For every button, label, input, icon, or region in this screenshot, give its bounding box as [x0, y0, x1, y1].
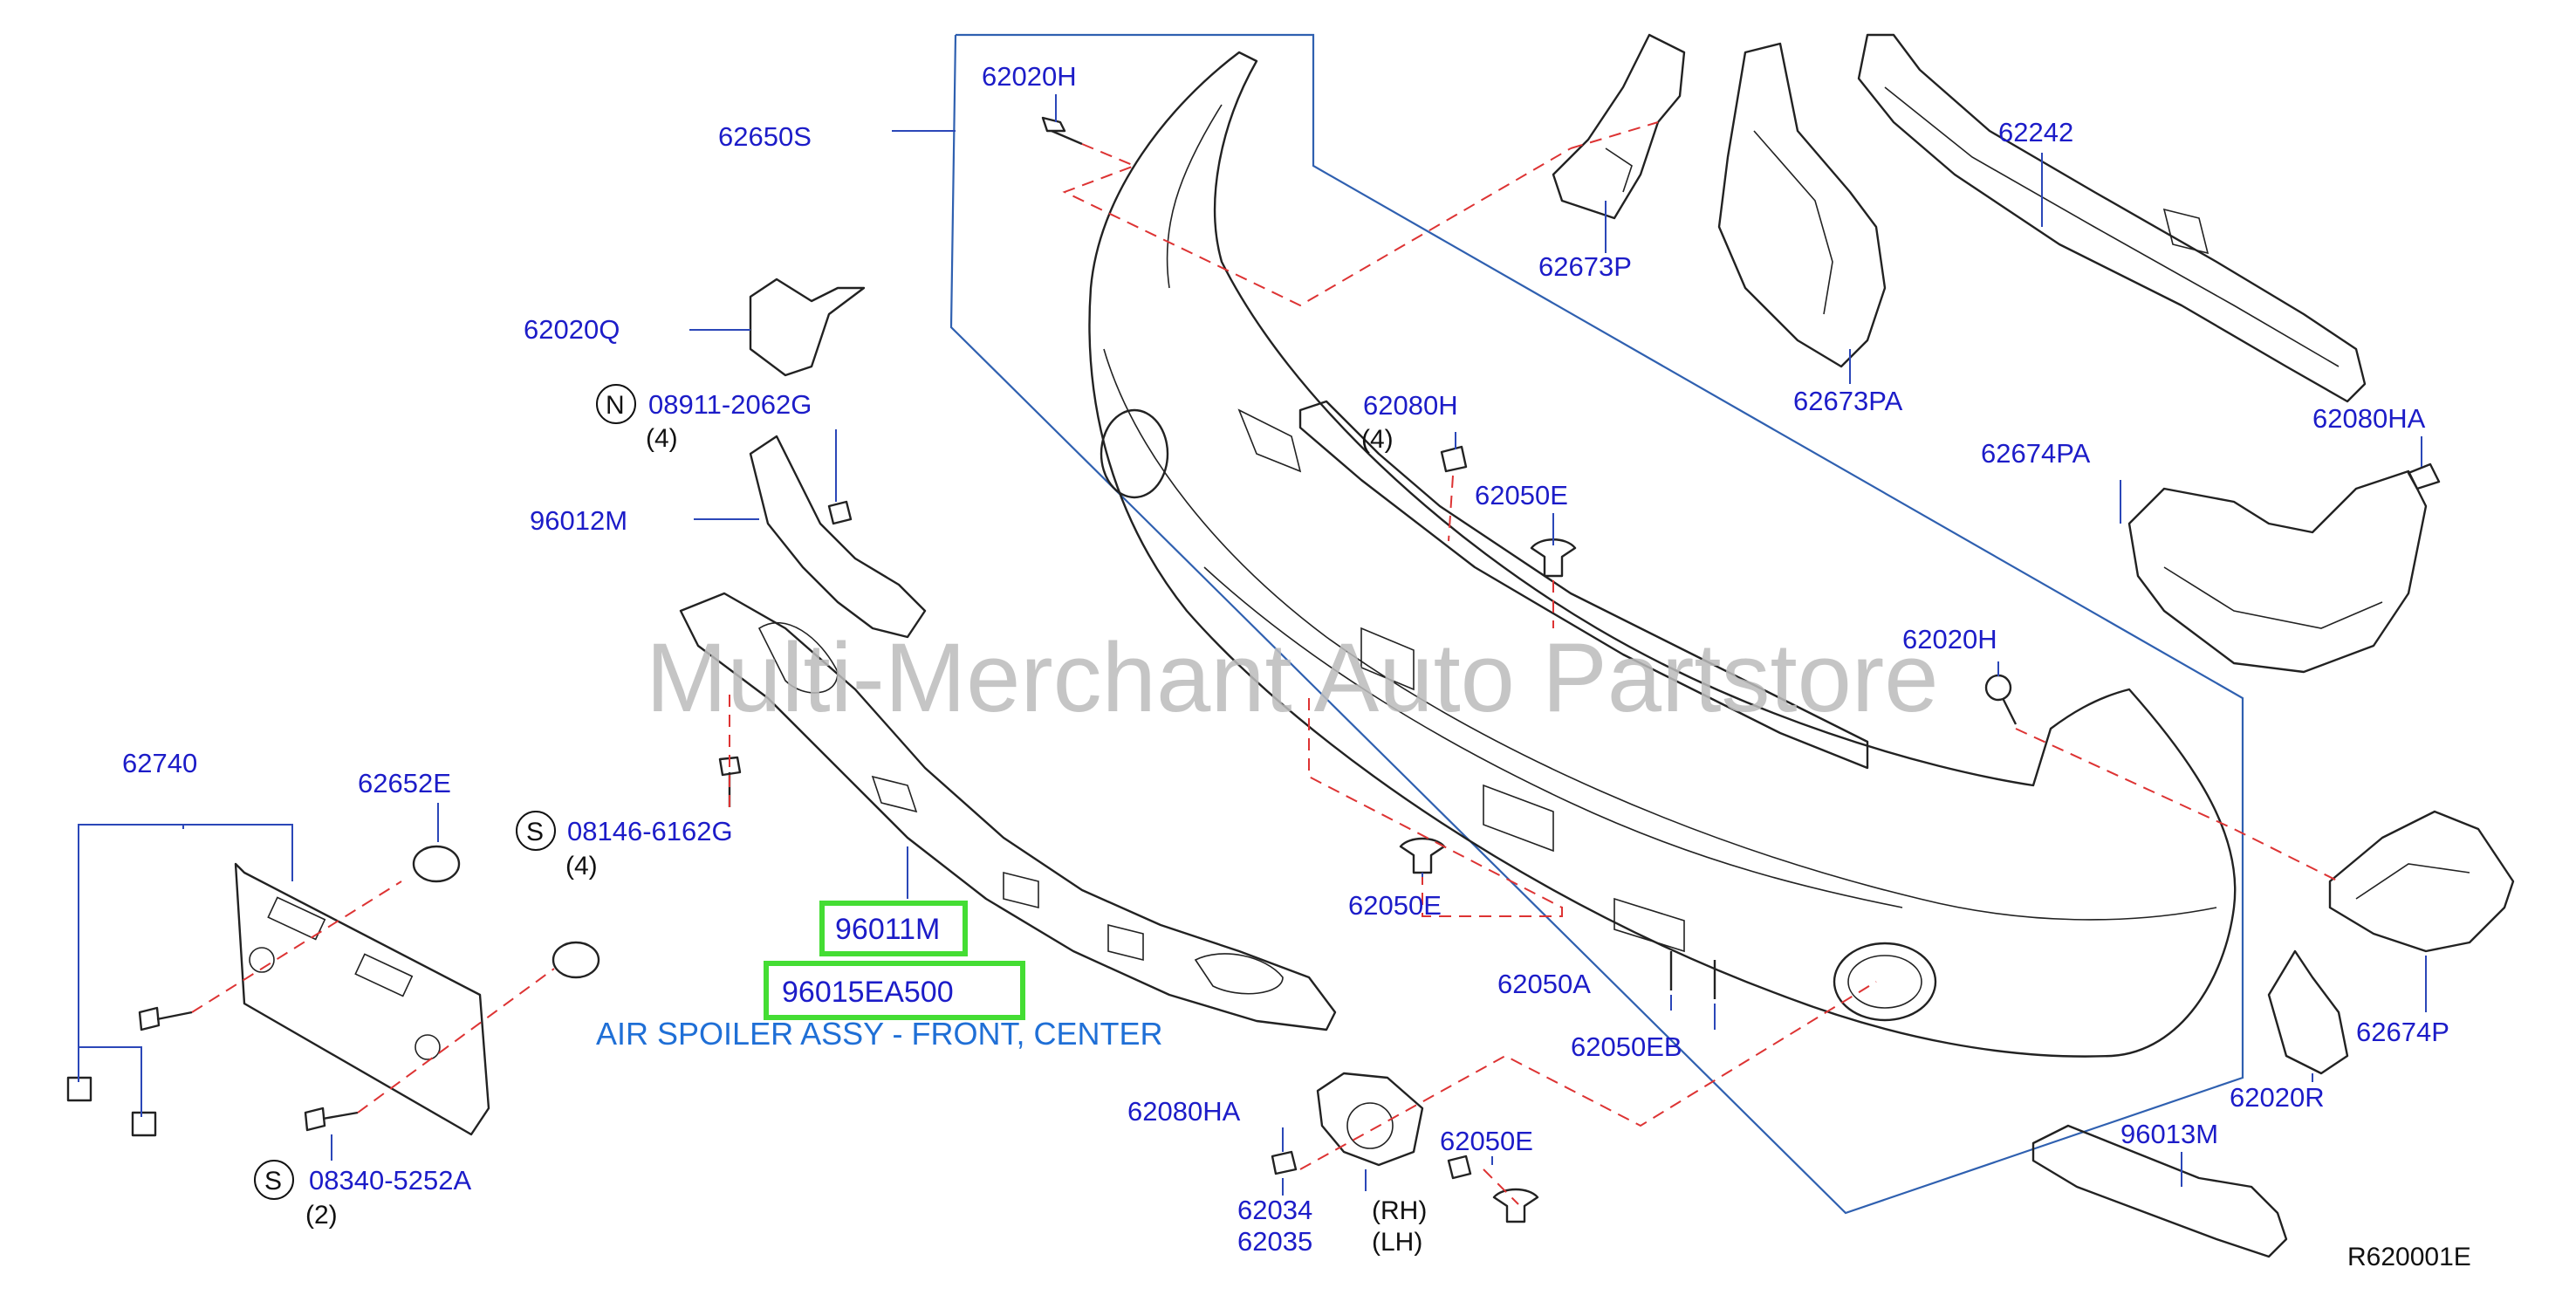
air-spoiler-96011m [679, 592, 1337, 1031]
callout-62050e-bottom[interactable]: 62050E [1440, 1126, 1533, 1156]
callout-62034[interactable]: 62034 [1237, 1195, 1312, 1225]
assembly-outline [949, 33, 2244, 1215]
callout-62673pa[interactable]: 62673PA [1793, 386, 1903, 416]
bracket-62674p [2328, 810, 2515, 953]
license-bracket-62740 [234, 862, 490, 1136]
reference-code: R620001E [2347, 1243, 2471, 1271]
deflector-96013m [2031, 1124, 2288, 1258]
callout-62740[interactable]: 62740 [122, 748, 197, 778]
caption-air-spoiler: AIR SPOILER ASSY - FRONT, CENTER [596, 1016, 1162, 1052]
highlight-box-96015ea500 [764, 961, 1025, 1020]
callout-62673p[interactable]: 62673P [1538, 251, 1632, 282]
watermark: Multi-Merchant Auto Partstore [646, 623, 1938, 732]
callout-62242[interactable]: 62242 [1998, 117, 2073, 147]
callout-62050e-mid[interactable]: 62050E [1475, 480, 1568, 510]
bracket-62674pa [2127, 469, 2428, 674]
callout-62652e[interactable]: 62652E [358, 768, 451, 798]
bumper-reinforcement [1298, 400, 1869, 770]
callout-62080h[interactable]: 62080H [1363, 390, 1458, 421]
symbol-s2: S [264, 1167, 282, 1196]
assembly-lines [191, 121, 2340, 1205]
cover-62020q [749, 278, 866, 377]
qty-08340: (2) [305, 1201, 338, 1230]
callout-96013m[interactable]: 96013M [2120, 1119, 2218, 1149]
callout-62020q[interactable]: 62020Q [524, 314, 620, 345]
symbol-s1: S [526, 818, 544, 846]
callout-62050e-low[interactable]: 62050E [1348, 890, 1442, 921]
highlight-box-96011m [819, 901, 968, 956]
callout-62674p[interactable]: 62674P [2356, 1017, 2449, 1047]
symbol-n: N [606, 391, 625, 420]
callout-62080ha-low[interactable]: 62080HA [1127, 1096, 1241, 1127]
bracket-62673pa [1717, 42, 1887, 368]
leader-lines [78, 94, 2427, 1196]
callout-62020h-mid[interactable]: 62020H [1902, 624, 1997, 654]
callout-08911-2062g[interactable]: 08911-2062G [648, 389, 812, 420]
bracket-62673p [1552, 33, 1686, 220]
callout-62035[interactable]: 62035 [1237, 1226, 1312, 1257]
callout-62020r[interactable]: 62020R [2230, 1082, 2325, 1113]
bracket-96012m [749, 435, 927, 639]
side-label-lh: (LH) [1372, 1228, 1422, 1257]
callout-62674pa[interactable]: 62674PA [1981, 438, 2091, 469]
qty-62080h: (4) [1361, 425, 1394, 454]
callout-62650s[interactable]: 62650S [718, 121, 812, 152]
callout-96012m[interactable]: 96012M [530, 505, 627, 536]
callout-62050a[interactable]: 62050A [1497, 969, 1591, 999]
callout-96015ea500[interactable]: 96015EA500 [782, 976, 954, 1009]
callout-08340-5252a[interactable]: 08340-5252A [309, 1165, 471, 1196]
callout-62080ha-right[interactable]: 62080HA [2312, 403, 2426, 434]
qty-08911: (4) [646, 424, 678, 453]
fastener-group [66, 116, 2441, 1223]
callout-62050eb[interactable]: 62050EB [1571, 1031, 1682, 1062]
absorber-62242 [1857, 33, 2367, 403]
side-label-rh: (RH) [1372, 1196, 1427, 1225]
callout-96011m[interactable]: 96011M [835, 913, 940, 946]
bumper-fascia [1088, 51, 2237, 1058]
callout-08146-6162g[interactable]: 08146-6162G [567, 816, 733, 846]
callout-62020h-top[interactable]: 62020H [982, 61, 1077, 92]
qty-08146: (4) [565, 852, 598, 880]
cover-62020r [2267, 949, 2349, 1075]
